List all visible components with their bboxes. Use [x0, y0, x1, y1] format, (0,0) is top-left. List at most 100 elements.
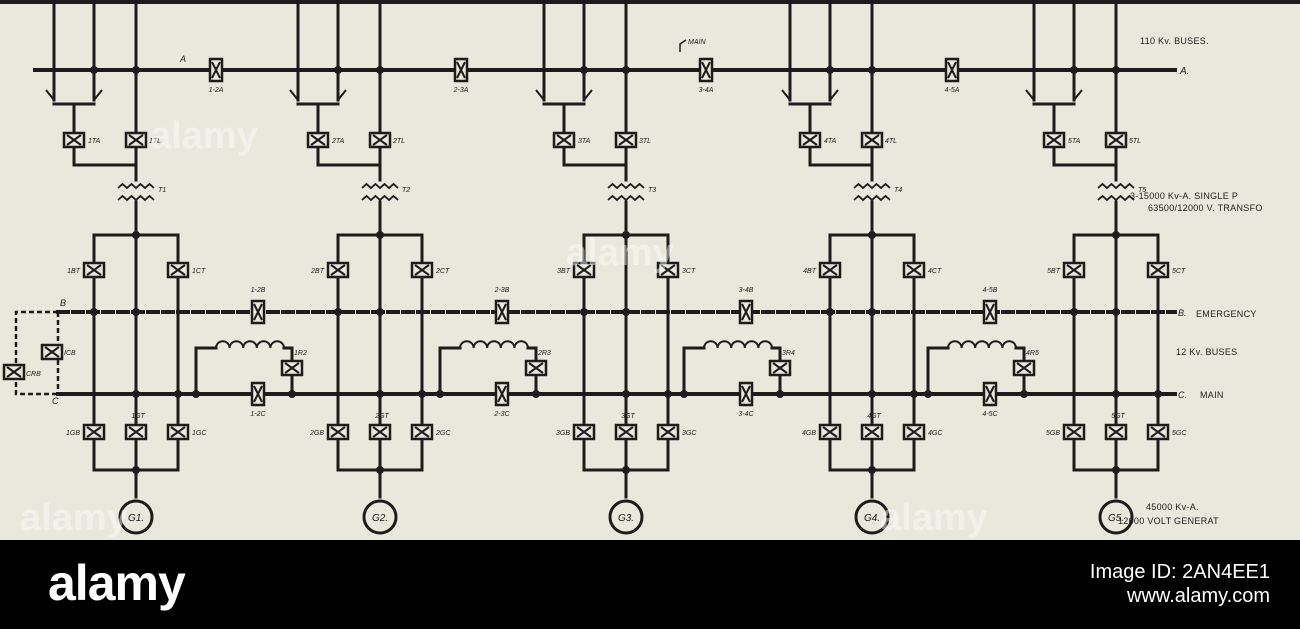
- transformer-primary: [607, 182, 645, 190]
- bus-b-tie-breaker: [738, 299, 754, 325]
- generator-note-line1: 45000 Kv-A.: [1146, 502, 1199, 512]
- bus-b-right-label: B.: [1178, 308, 1187, 318]
- generator-b-breaker: [326, 423, 350, 441]
- generator-b-breaker: [818, 423, 842, 441]
- transformer-primary: [117, 182, 155, 190]
- reactor-breaker: [1012, 359, 1036, 377]
- generator-t-breaker: [614, 423, 638, 441]
- transformer-secondary: [607, 194, 645, 202]
- transformer-secondary: [1097, 194, 1135, 202]
- generator-t-breaker: [1104, 423, 1128, 441]
- generator-c-breaker-label: 3GC: [682, 430, 697, 437]
- transformer-a-breaker-label: 5TA: [1068, 138, 1081, 145]
- bus-b-transformer-breaker-label: 5BT: [1047, 268, 1061, 275]
- bus-b-tie-breaker-label: 3-4B: [739, 287, 754, 294]
- reactor-junction-dot: [1020, 390, 1028, 398]
- transformer-l-breaker: [1104, 131, 1128, 149]
- hv-junction-dot: [868, 66, 876, 74]
- reactor-coil: [703, 340, 773, 349]
- reactor-junction-dot: [436, 390, 444, 398]
- generator-b-breaker-label: 3GB: [556, 430, 570, 437]
- generator-t-breaker-label: 5GT: [1111, 413, 1125, 420]
- bus-b-transformer-breaker: [818, 261, 842, 279]
- disconnect-switch: [45, 89, 103, 101]
- generator-t-breaker: [368, 423, 392, 441]
- bus-b-tie-breaker-label: 2-3B: [494, 287, 510, 294]
- generator-b-breaker-label: 1GB: [66, 430, 80, 437]
- transformer-primary: [853, 182, 891, 190]
- generator-symbol: [362, 499, 398, 535]
- generator-junction-dot: [1112, 466, 1120, 474]
- bus-b-transformer-breaker-label: 1BT: [67, 268, 81, 275]
- generator-c-breaker: [166, 423, 190, 441]
- reactor-coil: [947, 340, 1017, 349]
- transformer-l-breaker-label: 1TL: [149, 138, 161, 145]
- bus-c-transformer-breaker: [410, 261, 434, 279]
- footer-logo: alamy: [48, 555, 186, 611]
- generator-label: G4.: [864, 513, 880, 524]
- transformer-l-breaker-label: 3TL: [639, 138, 651, 145]
- transformer-l-breaker-label: 5TL: [1129, 138, 1141, 145]
- hv-buses-note: 110 Kv. BUSES.: [1140, 36, 1209, 46]
- generator-t-breaker-label: 1GT: [131, 413, 145, 420]
- generator-t-breaker: [860, 423, 884, 441]
- generator-t-breaker-label: 2GT: [374, 413, 389, 420]
- bus-b-transformer-breaker: [572, 261, 596, 279]
- watermark-text: alamy: [566, 232, 674, 274]
- generator-junction-dot: [376, 466, 384, 474]
- generator-symbol: [118, 499, 154, 535]
- generator-b-breaker-label: 2GB: [309, 430, 324, 437]
- site-url: www.alamy.com: [1127, 585, 1270, 607]
- transformer-l-breaker: [368, 131, 392, 149]
- bus-c-tie-breaker: [982, 381, 998, 407]
- generator-t-breaker-label: 3GT: [621, 413, 635, 420]
- emergency-tie-breaker: [40, 343, 64, 361]
- generator-b-breaker-label: 5GB: [1046, 430, 1060, 437]
- reactor-junction-dot: [288, 390, 296, 398]
- bus-b-tie-breaker: [494, 299, 510, 325]
- generator-c-breaker-label: 1GC: [192, 430, 207, 437]
- bus-c-left-label: C: [52, 396, 59, 406]
- bus-c-transformer-breaker-label: 2CT: [435, 268, 450, 275]
- hv-junction-dot: [376, 66, 384, 74]
- bus-b-transformer-breaker: [1062, 261, 1086, 279]
- bus-c-tie-breaker: [738, 381, 754, 407]
- generator-c-breaker-label: 4GC: [928, 430, 943, 437]
- hv-tie-breaker: [453, 57, 469, 83]
- hv-tie-breaker-label: 4-5A: [945, 87, 960, 94]
- reactor-breaker-label: 1R2: [294, 350, 307, 357]
- reactor-junction-dot: [192, 390, 200, 398]
- bus-c-transformer-breaker-label: 3CT: [682, 268, 696, 275]
- generator-junction-dot: [868, 466, 876, 474]
- generator-junction-dot: [622, 466, 630, 474]
- bus-b-transformer-breaker-label: 2BT: [310, 268, 325, 275]
- watermark-text: alamy: [20, 497, 128, 539]
- reactor-breaker: [524, 359, 548, 377]
- footer-info: Image ID: 2AN4EE1 www.alamy.com: [1090, 560, 1270, 608]
- reactor-breaker: [280, 359, 304, 377]
- transformer-l-breaker-label: 4TL: [885, 138, 897, 145]
- transformer-label: T4: [894, 187, 902, 194]
- transformer-label: T5: [1138, 187, 1146, 194]
- reactor-coil: [215, 340, 285, 349]
- transformer-a-breaker: [1042, 131, 1066, 149]
- generator-c-breaker-label: 2GC: [435, 430, 451, 437]
- bus-c-main-label: MAIN: [1200, 390, 1224, 400]
- generator-c-breaker: [410, 423, 434, 441]
- generator-b-breaker: [1062, 423, 1086, 441]
- transformer-note-line2: 63500/12000 V. TRANSFO: [1148, 203, 1263, 213]
- bus-b-transformer-breaker-label: 3BT: [557, 268, 571, 275]
- generator-symbol: [854, 499, 890, 535]
- generator-label: G3.: [618, 513, 634, 524]
- transformer-secondary: [117, 194, 155, 202]
- reactor-junction-dot: [532, 390, 540, 398]
- bus-b-tie-breaker: [982, 299, 998, 325]
- transformer-a-breaker-label: 4TA: [824, 138, 837, 145]
- reactor-breaker-label: 4R5: [1026, 350, 1039, 357]
- disconnect-switch: [781, 89, 839, 101]
- transformer-a-breaker: [62, 131, 86, 149]
- transformer-label: T2: [402, 187, 410, 194]
- generator-symbol: [1098, 499, 1134, 535]
- generator-c-breaker: [656, 423, 680, 441]
